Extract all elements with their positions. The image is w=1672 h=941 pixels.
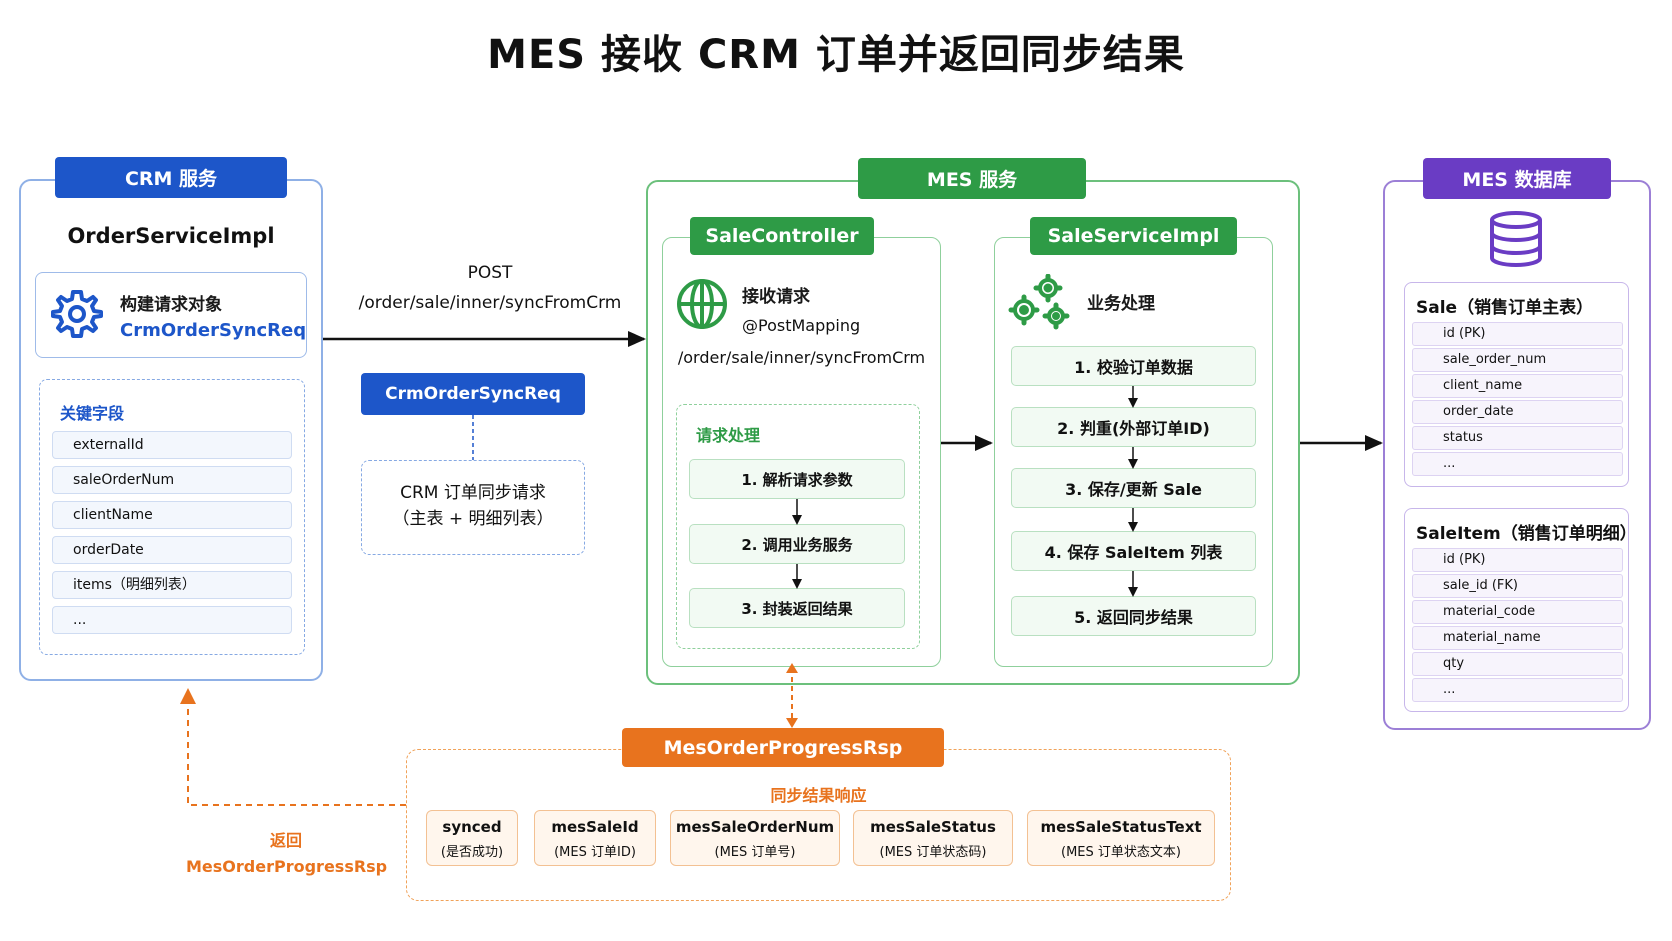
key-fields-title: 关键字段 [60,404,125,423]
response-field-name: mesSaleStatusText [1040,818,1202,836]
table-column: ... [1412,452,1623,476]
page-title: MES 接收 CRM 订单并返回同步结果 [487,32,1185,78]
table-column: client_name [1412,374,1623,398]
field-item: items（明细列表） [52,571,292,599]
mes-service-tab: MES 服务 [858,158,1086,199]
return-label: 返回 MesOrderProgressRsp [186,828,388,880]
globe-icon [677,279,727,329]
controller-step: 3. 封装返回结果 [689,588,905,628]
return-arrow-head [180,688,196,704]
table-column: status [1412,426,1623,450]
response-field: mesSaleStatus (MES 订单状态码) [853,810,1013,866]
table-column: id (PK) [1412,548,1623,572]
sale-service-tab: SaleServiceImpl [1030,217,1237,255]
table-column: order_date [1412,400,1623,424]
saleitem-table-title: SaleItem（销售订单明细） [1416,524,1637,544]
service-step: 4. 保存 SaleItem 列表 [1011,531,1256,571]
sale-controller-tab: SaleController [690,217,874,255]
response-field: mesSaleId (MES 订单ID) [534,810,656,866]
response-field-desc: (MES 订单号) [714,845,796,860]
mes-database-tab: MES 数据库 [1423,158,1611,199]
response-field-desc: (MES 订单状态码) [879,845,987,860]
controller-path: /order/sale/inner/syncFromCrm [677,348,926,367]
response-field-name: mesSaleStatus [870,818,996,836]
response-field-name: mesSaleId [551,818,639,836]
response-field-desc: (MES 订单ID) [554,845,636,860]
controller-step: 1. 解析请求参数 [689,459,905,499]
table-column: sale_id (FK) [1412,574,1623,598]
service-step: 5. 返回同步结果 [1011,596,1256,636]
field-item: externalId [52,431,292,459]
table-column: sale_order_num [1412,348,1623,372]
business-process-title: 业务处理 [1087,294,1155,314]
response-field-name: mesSaleOrderNum [675,818,835,836]
build-request-box [35,272,307,358]
service-step: 2. 判重(外部订单ID) [1011,407,1256,447]
saleitem-table-box [1404,508,1629,712]
service-step: 3. 保存/更新 Sale [1011,468,1256,508]
request-dto-desc-line2: （主表 + 明细列表） [392,509,554,529]
response-subtitle: 同步结果响应 [770,786,867,805]
table-column: id (PK) [1412,322,1623,346]
table-column: material_code [1412,600,1623,624]
response-link-head-down [786,718,798,728]
table-column: ... [1412,678,1623,702]
controller-step: 2. 调用业务服务 [689,524,905,564]
return-label-type: MesOrderProgressRsp [186,857,388,876]
crm-service-tab: CRM 服务 [55,157,287,198]
gears-icon [1008,274,1070,330]
receive-request-title: 接收请求 [742,287,810,307]
post-mapping-annotation: @PostMapping [742,316,861,335]
table-column: material_name [1412,626,1623,650]
request-dto-desc-line1: CRM 订单同步请求 [400,483,546,503]
request-process-title: 请求处理 [696,426,761,445]
sale-table-box [1404,282,1629,487]
field-item: orderDate [52,536,292,564]
return-label-text: 返回 [269,831,302,850]
post-path: /order/sale/inner/syncFromCrm [358,293,622,313]
return-arrow [187,694,406,806]
table-column: qty [1412,652,1623,676]
response-field: synced (是否成功) [426,810,518,866]
sale-table-title: Sale（销售订单主表） [1416,298,1594,318]
request-process-box [676,404,920,649]
post-request-label: POST /order/sale/inner/syncFromCrm [330,258,650,318]
post-method: POST [467,263,513,283]
response-tab: MesOrderProgressRsp [622,728,944,767]
gear-icon [51,290,103,338]
key-fields-box [39,379,305,655]
field-item: clientName [52,501,292,529]
response-field: mesSaleStatusText (MES 订单状态文本) [1027,810,1215,866]
build-request-label: 构建请求对象 [120,295,222,315]
response-field-name: synced [442,818,502,836]
crm-class-name: OrderServiceImpl [67,224,275,248]
service-step: 1. 校验订单数据 [1011,346,1256,386]
field-item: ... [52,606,292,634]
request-dto-desc: CRM 订单同步请求 （主表 + 明细列表） [361,460,585,555]
response-field: mesSaleOrderNum (MES 订单号) [670,810,840,866]
response-field-desc: (MES 订单状态文本) [1061,845,1181,860]
database-icon [1490,211,1542,268]
response-field-desc: (是否成功) [440,845,504,860]
request-dto-tab: CrmOrderSyncReq [361,373,585,415]
field-item: saleOrderNum [52,466,292,494]
build-request-type: CrmOrderSyncReq [120,320,307,341]
